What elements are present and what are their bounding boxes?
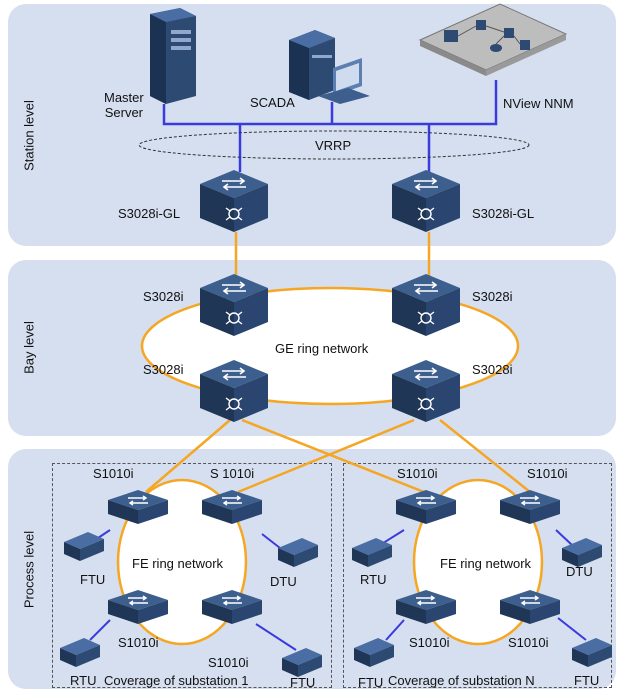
terminal-subn-ftu-right (572, 638, 612, 667)
uplinks (234, 232, 431, 276)
sub1-ring-label: FE ring network (132, 556, 224, 571)
subn-switch-tr-label: S1010i (527, 466, 568, 481)
scada-icon (289, 30, 370, 104)
terminal-sub1-ftu-bottom (282, 648, 322, 677)
nview-nnm-icon (418, 3, 568, 76)
switch-bay-tr-label: S3028i (472, 289, 513, 304)
master-server-label: Master Server (104, 90, 144, 120)
master-server-icon (150, 8, 196, 104)
switch-station-left-label: S3028i-GL (118, 206, 181, 221)
switch-station-right-label: S3028i-GL (472, 206, 535, 221)
terminal-sub1-ftu-top (64, 532, 104, 561)
cross-links (145, 418, 531, 494)
switch-bay-bl-label: S3028i (143, 362, 184, 377)
sub1-switch-bl-label: S1010i (118, 635, 159, 650)
sub1-ftu-top-label: FTU (80, 572, 106, 587)
sub1-switch-tr-label: S 1010i (210, 466, 255, 481)
substation-1-box (52, 463, 332, 688)
vrrp-ellipse (138, 130, 530, 160)
sub1-ftu-bottom-label: FTU (290, 675, 316, 690)
terminal-sub1-dtu (278, 538, 318, 567)
subn-ring-label: FE ring network (440, 556, 532, 571)
scada-label: SCADA (250, 95, 295, 110)
nview-label: NView NNM (503, 96, 574, 111)
ge-ring-label: GE ring network (275, 341, 369, 356)
subn-dtu-label: DTU (566, 564, 593, 579)
subn-switch-tl-label: S1010i (397, 466, 438, 481)
subn-ftu-right-label: FTU (574, 673, 600, 688)
subn-rtu-label: RTU (360, 572, 387, 587)
switch-station-left (199, 169, 269, 233)
terminal-sub1-rtu (60, 638, 100, 667)
subn-switch-bl-label: S1010i (409, 635, 450, 650)
subn-ftu-left-label: FTU (358, 675, 384, 690)
sub1-dtu-label: DTU (270, 574, 297, 589)
terminal-subn-ftu-left (354, 638, 394, 667)
substation-n-box (343, 463, 612, 688)
sub1-switch-br-label: S1010i (208, 655, 249, 670)
sub1-coverage-label: Coverage of substation 1 (104, 673, 249, 688)
vrrp-label: VRRP (315, 138, 352, 153)
sub1-rtu-label: RTU (70, 673, 97, 688)
switch-bay-br-label: S3028i (472, 362, 513, 377)
station-bus (162, 80, 498, 172)
subn-coverage-label: Coverage of substation N (388, 673, 535, 688)
subn-switch-br-label: S1010i (508, 635, 549, 650)
switch-station-right (391, 169, 461, 233)
switch-bay-tl-label: S3028i (143, 289, 184, 304)
sub1-switch-tl-label: S1010i (93, 466, 134, 481)
